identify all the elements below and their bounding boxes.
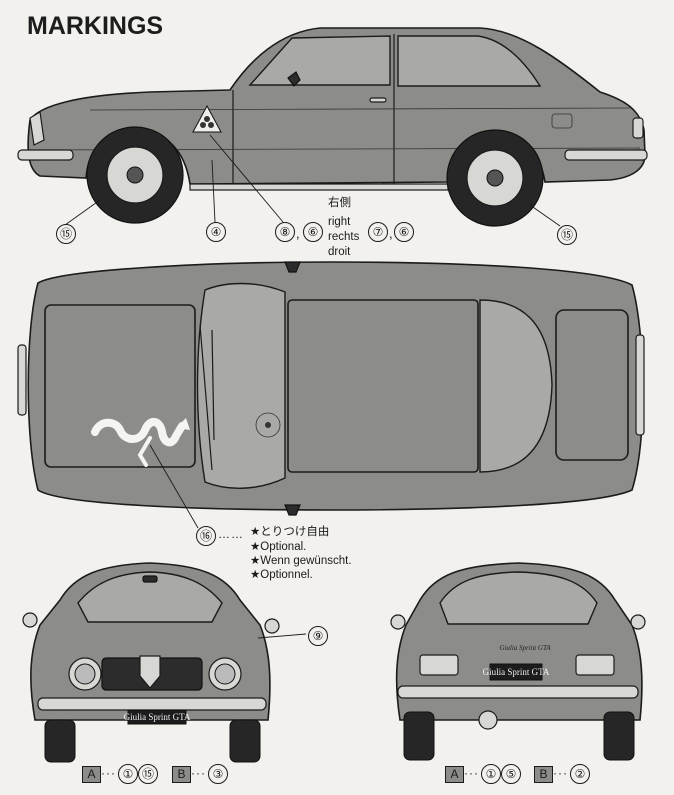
front-label-b-box: B	[172, 766, 191, 783]
right-label-jp: 右側	[328, 197, 351, 209]
front-bumper-view	[37, 697, 267, 711]
rear-trunk-script: Giulia Sprint GTA	[499, 644, 551, 652]
callout-16-dots: ……	[218, 527, 244, 541]
biscione-serpent-icon	[91, 418, 190, 467]
rear-label-b-num: ②	[570, 764, 590, 784]
side-front-window	[248, 35, 391, 86]
right-label-de: rechts	[328, 231, 360, 243]
top-rear-window	[479, 299, 553, 473]
optional-de: ★Wenn gewünscht.	[250, 555, 352, 567]
comma-1: ,	[296, 226, 300, 241]
callout-6-b: ⑥	[394, 222, 414, 242]
quadrifoglio-icon	[192, 104, 222, 133]
front-label-b-dots: ···	[191, 766, 206, 780]
optional-en: ★Optional.	[250, 541, 307, 553]
front-view-car: Giulia Sprint GTA	[22, 562, 307, 763]
callout-7: ⑦	[368, 222, 388, 242]
rear-left-taillight	[419, 654, 459, 676]
rear-bumper-view	[397, 685, 639, 699]
front-label-a-num2: ⑮	[138, 764, 158, 784]
front-wheel	[86, 126, 184, 224]
rear-right-taillight	[575, 654, 615, 676]
alfa-shield	[139, 655, 161, 689]
callout-4: ④	[206, 222, 226, 242]
rear-label-a-box: A	[445, 766, 464, 783]
top-view-car	[17, 261, 645, 529]
front-bumper	[17, 149, 74, 161]
callout-15-front: ⑮	[56, 224, 76, 244]
rear-label-a-num1: ①	[481, 764, 501, 784]
rear-window-view	[439, 571, 598, 625]
callout-8: ⑧	[275, 222, 295, 242]
rear-label-b-box: B	[534, 766, 553, 783]
front-label-a-num1: ①	[118, 764, 138, 784]
front-plate-text: Giulia Sprint GTA	[124, 712, 191, 722]
rear-label-a-num2: ⑤	[501, 764, 521, 784]
right-label-fr: droit	[328, 246, 351, 258]
right-label-en: right	[328, 216, 351, 228]
callout-15-rear: ⑮	[557, 225, 577, 245]
optional-jp: ★とりつけ自由	[250, 526, 330, 538]
front-label-b-num: ③	[208, 764, 228, 784]
front-label-a-dots: ···	[101, 766, 116, 780]
comma-2: ,	[389, 226, 393, 241]
side-view-car	[17, 27, 648, 227]
top-trunk	[555, 309, 629, 461]
rear-label-a-dots: ···	[464, 766, 479, 780]
rear-label-b-dots: ···	[553, 766, 568, 780]
rear-view-car: Giulia Sprint GTA Giulia Sprint GTA	[390, 562, 646, 761]
side-rear-window	[397, 35, 542, 87]
front-windshield	[77, 571, 223, 623]
top-roof	[287, 299, 479, 473]
callout-6-a: ⑥	[303, 222, 323, 242]
optional-fr: ★Optionnel.	[250, 569, 313, 581]
front-label-a-box: A	[82, 766, 101, 783]
rear-bumper	[564, 149, 648, 161]
side-mirror	[287, 71, 301, 87]
rear-plate-text: Giulia Sprint GTA	[483, 667, 550, 677]
page-title: MARKINGS	[27, 12, 164, 40]
top-windshield	[196, 282, 286, 489]
callout-9: ⑨	[308, 626, 328, 646]
rear-wheel	[446, 129, 544, 227]
callout-16: ⑯	[196, 526, 216, 546]
